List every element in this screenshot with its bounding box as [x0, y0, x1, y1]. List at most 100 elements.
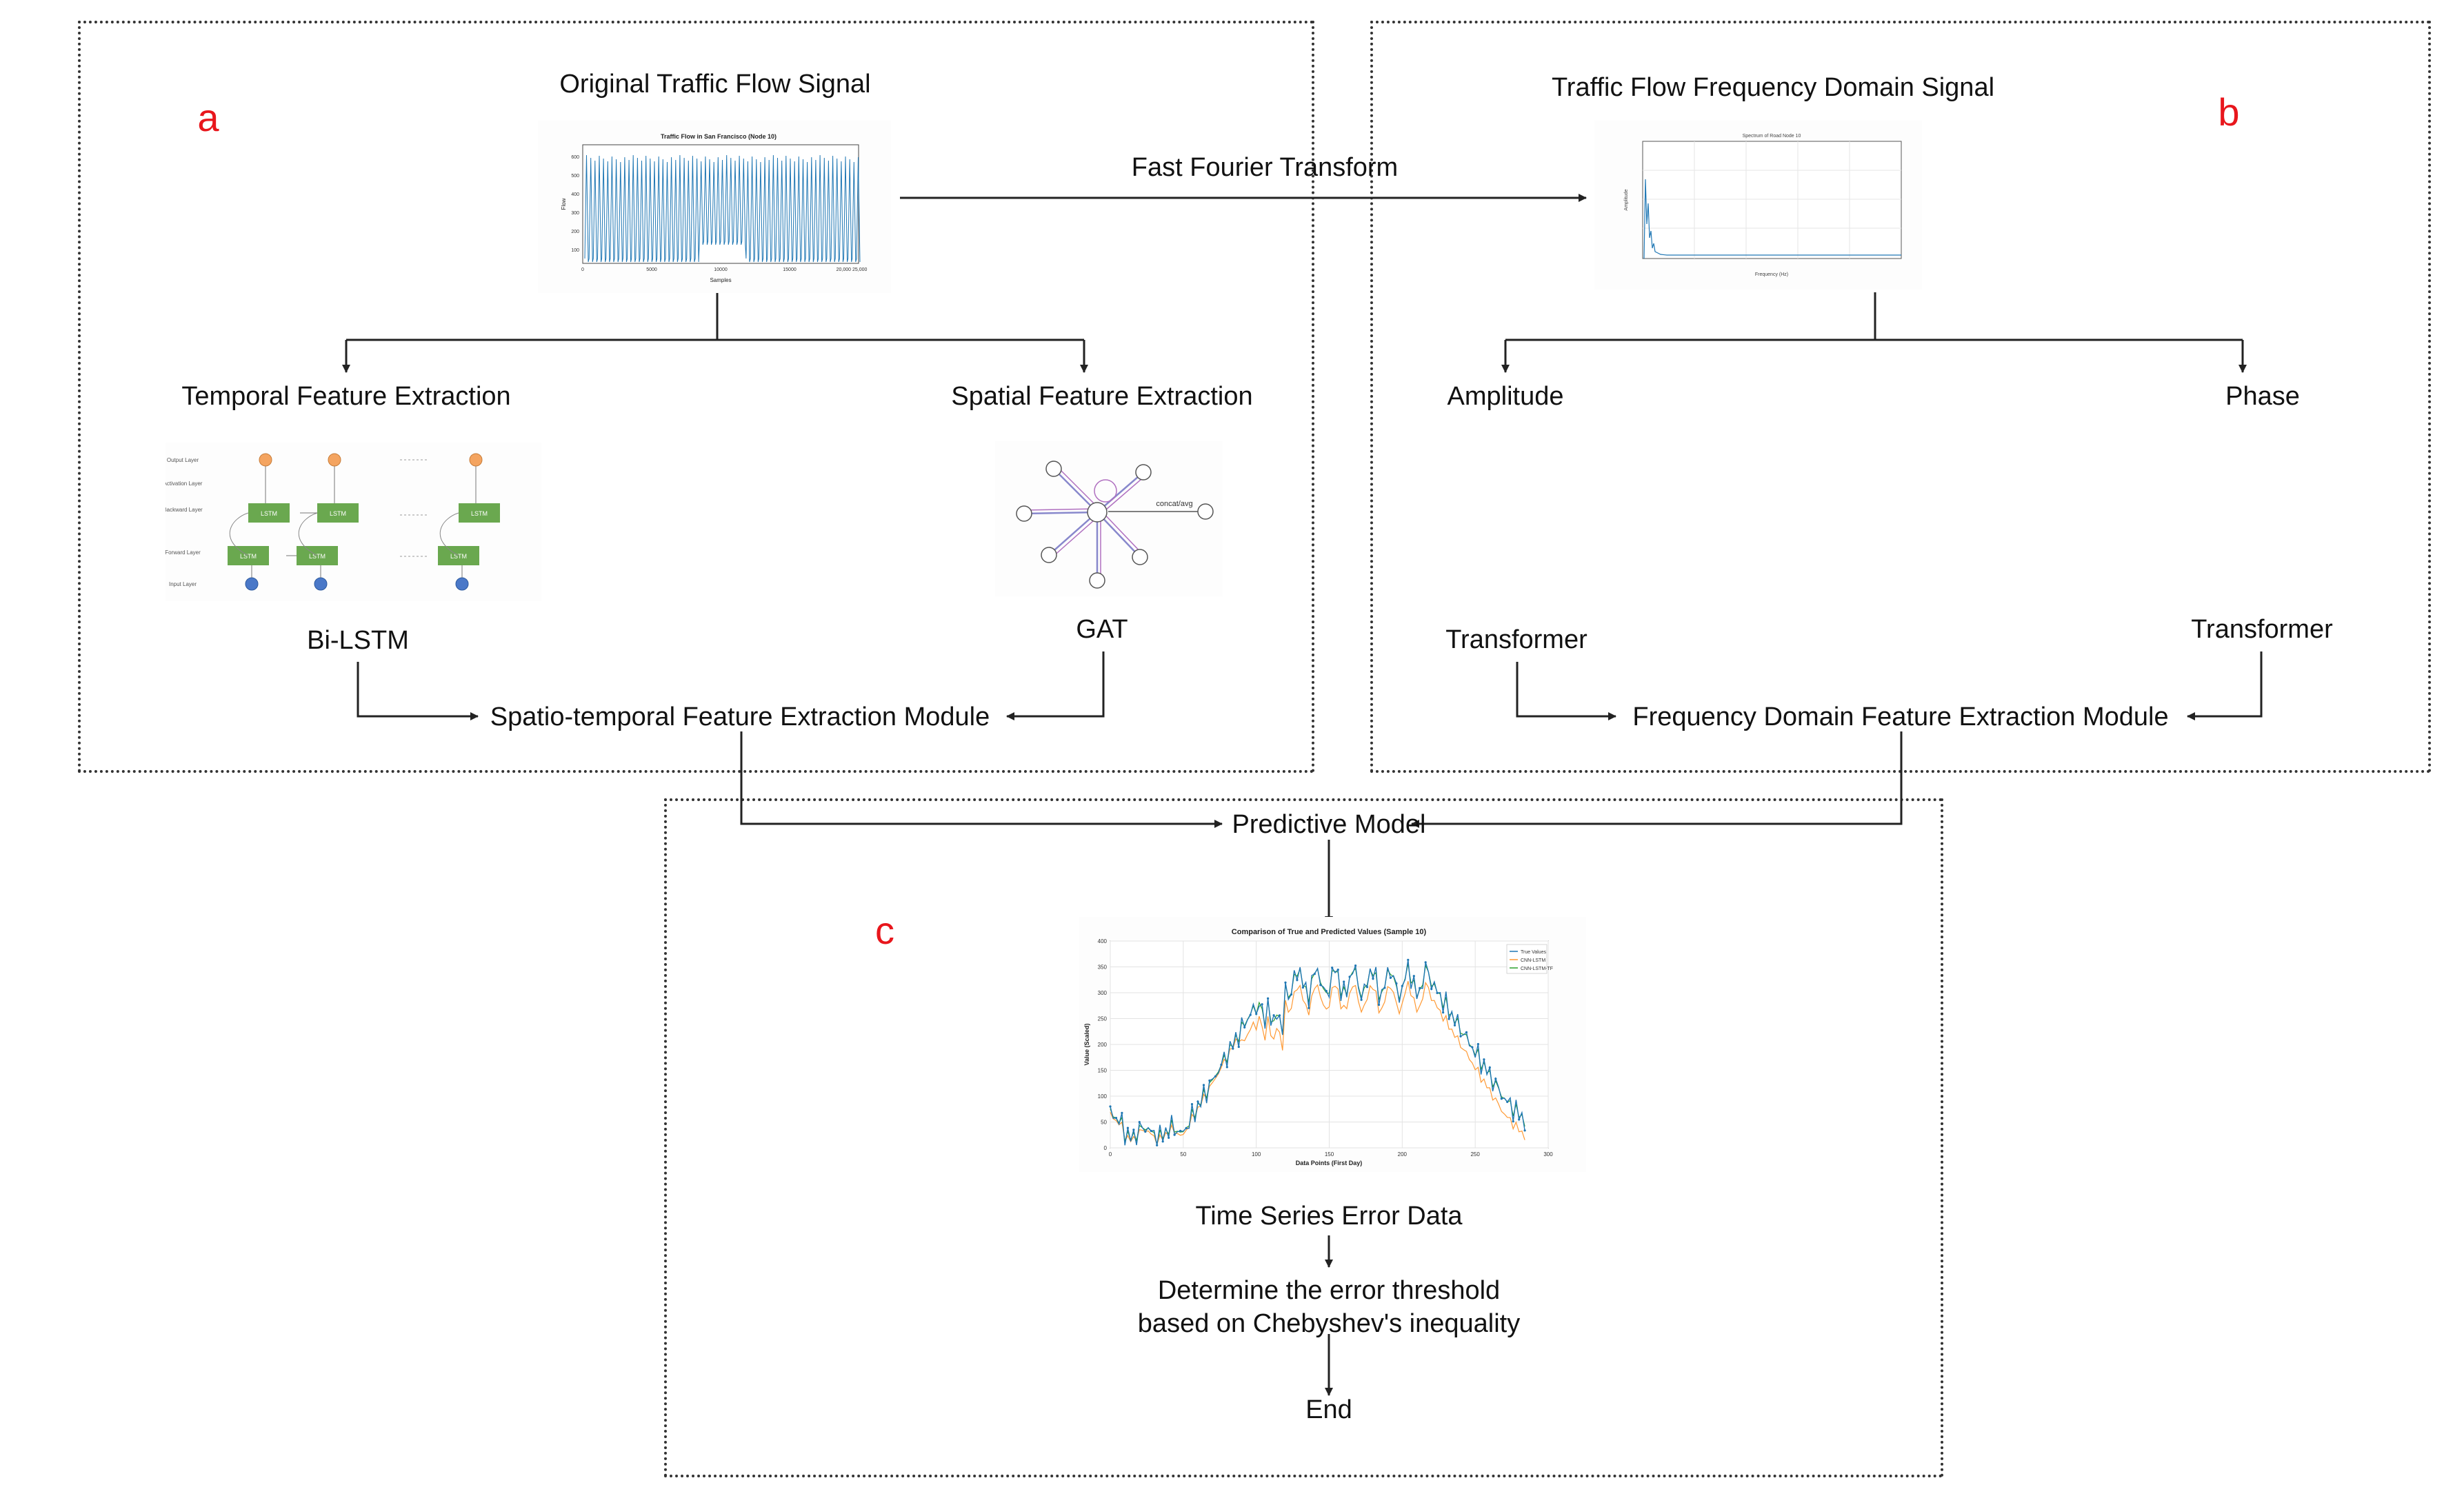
comparison-ytick: 100: [1098, 1093, 1108, 1100]
comparison-xtick: 100: [1252, 1151, 1261, 1158]
true-value-point: [1331, 967, 1334, 969]
lstm-backward-cell: [459, 503, 500, 523]
true-value-point: [1523, 1129, 1526, 1132]
true-value-point: [1290, 993, 1293, 996]
comparison-ytick: 400: [1098, 938, 1108, 944]
true-value-point: [1190, 1103, 1194, 1106]
lstm-cell-label: LSTM: [240, 553, 257, 560]
bilstm-thumbnail: Output Layer Activation Layer Backward L…: [166, 443, 541, 601]
bilstm-output-node: [259, 453, 272, 467]
layer-label-activation: Activation Layer: [166, 481, 203, 487]
true-value-point: [1144, 1130, 1147, 1133]
panel-a: [78, 21, 1314, 773]
lstm-backward-cell: [317, 503, 359, 523]
true-value-point: [1319, 984, 1322, 987]
gat-output-node: [1197, 503, 1214, 520]
true-value-point: [1419, 987, 1421, 989]
true-value-point: [1121, 1111, 1123, 1114]
true-value-point: [1453, 1024, 1456, 1027]
panel-c: [664, 798, 1943, 1477]
true-value-point: [1488, 1066, 1491, 1069]
true-value-point: [1232, 1047, 1234, 1050]
st-to-predictive: [740, 731, 1223, 828]
comparison-xtick: 0: [1109, 1151, 1112, 1158]
true-value-point: [1412, 975, 1415, 978]
lstm-cell-label: LSTM: [309, 553, 325, 560]
true-value-point: [1476, 1042, 1479, 1046]
phase-label: Phase: [2225, 382, 2300, 411]
gat-node: [1089, 572, 1105, 589]
spectrum-line: [1643, 179, 1901, 259]
true-value-point: [1395, 982, 1398, 985]
traffic-ytick: 300: [571, 211, 579, 216]
true-value-point: [1249, 1013, 1252, 1016]
true-value-point: [1436, 991, 1439, 994]
true-value-point: [1296, 978, 1299, 982]
lstm-cell-label: LSTM: [450, 553, 467, 560]
true-value-point: [1442, 1011, 1445, 1014]
layer-label-input: Input Layer: [169, 581, 197, 587]
panel-b-tag: b: [2218, 90, 2240, 134]
true-value-point: [1389, 976, 1392, 979]
true-value-point: [1243, 1026, 1246, 1029]
bilstm-input-node: [245, 577, 259, 591]
gat-label: GAT: [1076, 615, 1128, 644]
comparison-ytick: 150: [1098, 1068, 1108, 1074]
traffic-xtick: 10000: [714, 267, 728, 272]
true-value-point: [1225, 1066, 1228, 1069]
traffic-xlabel: Samples: [710, 277, 731, 283]
true-value-point: [1114, 1117, 1118, 1120]
layer-label-output: Output Layer: [167, 457, 199, 463]
comparison-xlabel: Data Points (First Day): [1296, 1160, 1363, 1166]
lstm-cell-label: LSTM: [330, 510, 346, 517]
true-value-point: [1424, 961, 1427, 964]
true-value-point: [1150, 1129, 1152, 1133]
legend-cnn-lstm: CNN-LSTM: [1521, 958, 1545, 963]
transformer-right-label: Transformer: [2191, 615, 2333, 644]
comparison-chart-thumbnail: Comparison of True and Predicted Values …: [1079, 917, 1586, 1172]
panel-a-tag: a: [197, 96, 219, 139]
legend-true: True Values: [1521, 950, 1546, 955]
true-value-point: [1185, 1126, 1188, 1129]
true-value-point: [1179, 1129, 1182, 1132]
true-value-point: [1465, 1031, 1468, 1033]
true-value-point: [1261, 1003, 1263, 1006]
traffic-ytick: 100: [571, 248, 579, 253]
true-value-point: [1313, 973, 1316, 976]
comparison-xtick: 150: [1325, 1151, 1334, 1158]
true-value-point: [1448, 1018, 1450, 1020]
true-value-point: [1343, 980, 1345, 983]
transformer-right-to-fd: [2187, 651, 2263, 720]
comparison-ytick: 50: [1101, 1120, 1107, 1126]
traffic-ytick: 400: [571, 192, 579, 197]
true-value-point: [1168, 1136, 1170, 1139]
gat-node: [1135, 464, 1152, 481]
bilstm-input-node: [455, 577, 469, 591]
lstm-cell-label: LSTM: [261, 510, 277, 517]
traffic-ytick: 600: [571, 155, 579, 160]
bilstm-to-st: [357, 662, 479, 720]
true-value-point: [1126, 1126, 1129, 1129]
lstm-cell-label: LSTM: [471, 510, 488, 517]
traffic-xtick: 5000: [646, 267, 657, 272]
comparison-ytick: 300: [1098, 990, 1108, 996]
traffic-flow-thumbnail: Traffic Flow in San Francisco (Node 10) …: [538, 121, 891, 293]
true-value-point: [1196, 1100, 1199, 1103]
comparison-xtick: 50: [1180, 1151, 1186, 1158]
true-value-point: [1132, 1129, 1135, 1131]
true-value-point: [1156, 1144, 1159, 1146]
fd-to-predictive: [1411, 731, 1903, 828]
temporal-label: Temporal Feature Extraction: [181, 382, 511, 411]
threshold-label: Determine the error threshold based on C…: [1137, 1276, 1521, 1339]
comparison-xtick: 300: [1543, 1151, 1553, 1158]
traffic-ylabel: Flow: [561, 198, 567, 210]
true-value-point: [1109, 1105, 1112, 1108]
true-value-point: [1500, 1098, 1503, 1100]
true-value-point: [1208, 1079, 1211, 1082]
spectrum-thumbnail: Spectrum of Road Node 10 Frequency (Hz) …: [1594, 121, 1922, 290]
predictive-label: Predictive Model: [1232, 810, 1426, 839]
comparison-ylabel: Value (Scaled): [1083, 1023, 1090, 1065]
error-data-label: Time Series Error Data: [1195, 1202, 1463, 1231]
comparison-ytick: 200: [1098, 1042, 1108, 1048]
